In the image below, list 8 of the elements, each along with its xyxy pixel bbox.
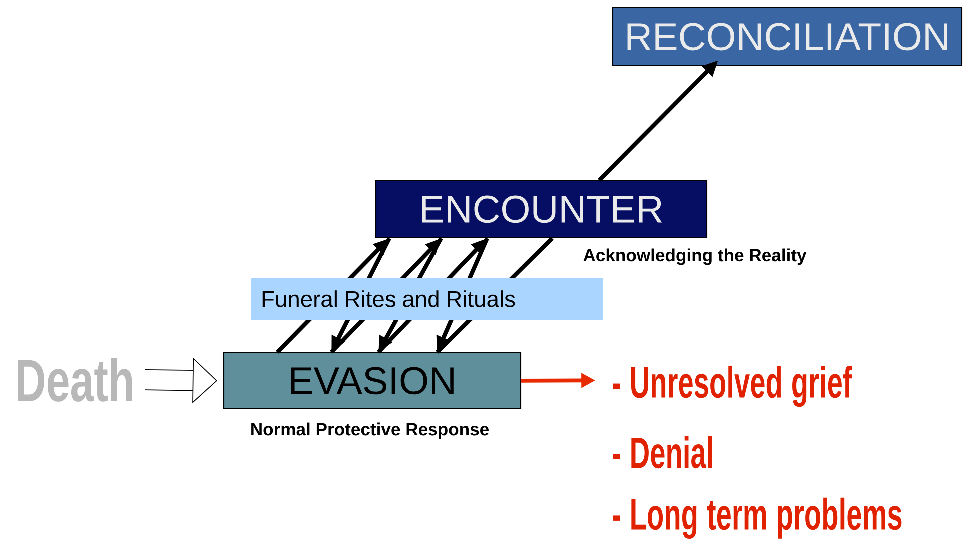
- band-label: Funeral Rites and Rituals: [251, 278, 603, 320]
- stage-box: ENCOUNTER: [375, 180, 708, 239]
- caption-text: Acknowledging the Reality: [584, 248, 807, 266]
- death-word: Death: [18, 358, 132, 402]
- caption-text: Normal Protective Response: [252, 422, 490, 440]
- stage-box: RECONCILIATION: [612, 7, 963, 67]
- stage-box: EVASION: [223, 352, 522, 410]
- outcome-list: - Unresolved grief - Denial - Long term problems: [613, 366, 902, 540]
